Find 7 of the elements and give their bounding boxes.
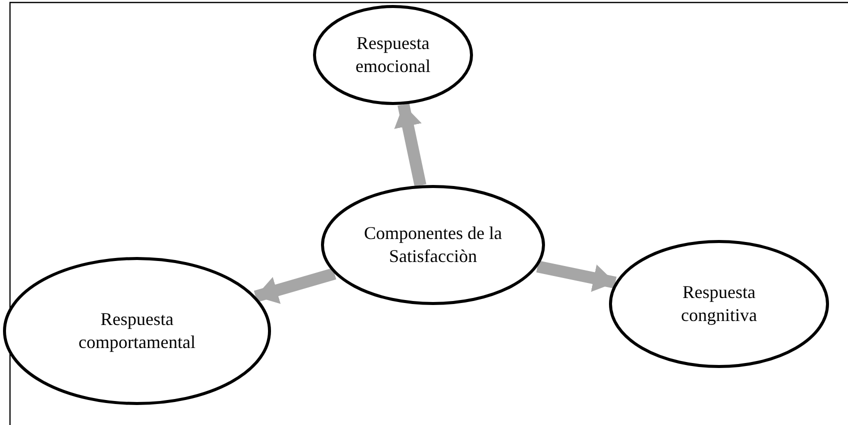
- block-arrow: [394, 103, 426, 187]
- block-arrow: [536, 260, 617, 292]
- block-arrow: [254, 268, 336, 304]
- node-label: Respuesta emocional: [354, 32, 432, 78]
- node-label: Respuesta congnitiva: [680, 280, 758, 327]
- node-label: Componentes de la Satisfacciòn: [363, 222, 503, 268]
- node-label: Respuesta comportamental: [78, 308, 196, 354]
